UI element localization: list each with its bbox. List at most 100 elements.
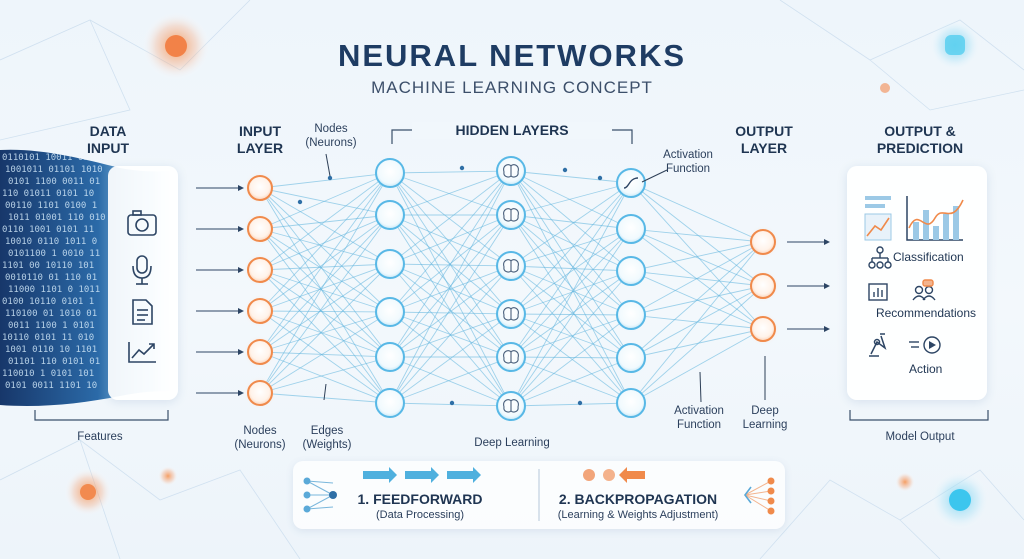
edge-weight-line [259, 228, 391, 404]
edge-weight-line [389, 356, 512, 404]
edge-weight-line [259, 351, 391, 404]
binary-digits-text: 110010 1 0101 101 [2, 369, 94, 379]
edge-weight-line [510, 228, 632, 315]
edge-weight-line [259, 310, 391, 404]
glow-orb-core [80, 484, 96, 500]
edge-weight-line [259, 263, 391, 353]
binary-digits-text: 1001011 01101 1010 [5, 165, 103, 175]
nodes-annotation-top: Nodes (Neurons) [305, 123, 357, 149]
backprop-nodes-icon [583, 469, 615, 481]
node-circle [750, 316, 776, 342]
node-circle [375, 388, 405, 418]
training-process-card: 1. FEEDFORWARD (Data Processing) 2. BACK… [293, 461, 785, 529]
features-bracket [34, 410, 169, 421]
glow-orb-core [165, 35, 187, 57]
data-input-label: DATA INPUT [87, 123, 129, 156]
edge-weight-line [510, 228, 632, 407]
edge-weight-line [510, 214, 632, 316]
signal-dot [562, 167, 568, 173]
edge-weight-line [259, 310, 391, 358]
node-circle [750, 229, 776, 255]
hidden-node-l3 [612, 339, 650, 377]
edge-weight-line [510, 170, 632, 184]
edge-weight-line [389, 265, 512, 313]
edge-weight-line [389, 172, 512, 216]
hidden-node-l3 [612, 252, 650, 290]
brain-icon [503, 307, 519, 321]
page-title: NEURAL NETWORKS [337, 38, 687, 73]
edge-weight-line [510, 182, 632, 267]
edge-weight-line [259, 187, 391, 265]
signal-dot [459, 165, 465, 171]
binary-digits-text: 110100 01 1010 01 [5, 309, 97, 319]
edge-weight-line [510, 214, 632, 230]
edge-weight-line [630, 228, 764, 287]
output-node [746, 269, 780, 303]
edge-weight-line [630, 182, 764, 330]
annotation-pointers [323, 153, 766, 403]
deep-learning-annotation: Deep Learning [474, 437, 550, 449]
edge-weight-line [510, 265, 632, 272]
binary-digits-text: 10110 0101 11 010 [2, 333, 94, 343]
edge-weight-line [389, 170, 512, 216]
binary-digits-text: 0110 1001 0101 11 [2, 225, 94, 235]
edge-weight-line [510, 265, 632, 316]
edge-weight-line [389, 265, 512, 358]
edge-weight-line [389, 263, 512, 267]
output-node [746, 225, 780, 259]
hidden-node-l1 [371, 384, 409, 422]
edge-weight-line [259, 187, 391, 358]
hidden-node-l2 [492, 295, 530, 333]
output-node [746, 312, 780, 346]
binary-digits-text: 1011 01001 110 010 [8, 213, 106, 223]
forward-arrows-icon [363, 467, 481, 483]
edge-weight-line [259, 310, 391, 313]
feedforward-title: 1. FEEDFORWARD [357, 491, 483, 507]
signal-dot [597, 175, 603, 181]
backprop-network-icon [744, 477, 775, 515]
input-node [243, 253, 277, 287]
edge-weight-line [259, 263, 391, 312]
edge-weight-line [630, 182, 764, 243]
edges-annotation: Edges (Weights) [302, 425, 352, 451]
binary-digits-text: 1001 0110 10 1101 [5, 345, 97, 355]
edge-weight-line [259, 228, 391, 265]
brain-outline [503, 307, 519, 321]
input-node [243, 212, 277, 246]
output-arrowhead [824, 283, 830, 289]
edge-weight-line [389, 170, 512, 358]
feedforward-network-icon [303, 477, 337, 513]
input-arrowhead [238, 185, 244, 191]
brain-icon [503, 164, 519, 178]
edge-weight-line [259, 228, 391, 358]
edge-weight-line [259, 263, 391, 394]
edge-weight-line [510, 214, 632, 272]
input-node [243, 294, 277, 328]
recommendations-label: Recommendations [875, 306, 977, 320]
edge-weight-line [389, 170, 512, 313]
page-subtitle: MACHINE LEARNING CONCEPT [371, 78, 653, 97]
node-circle [375, 158, 405, 188]
node-circle [750, 273, 776, 299]
node-circle [247, 298, 273, 324]
edge-weight-line [510, 356, 632, 359]
edge-weight-line [259, 311, 391, 394]
output-arrowhead [824, 239, 830, 245]
model-output-bracket [849, 410, 989, 421]
activation-curve-icon [623, 177, 639, 189]
brain-outline [503, 208, 519, 222]
edge-weight-line [389, 172, 512, 407]
edge-weight-line [510, 228, 632, 358]
binary-digits-text: 0101 1100 0011 01 [8, 177, 100, 187]
edge-weight-line [259, 311, 391, 353]
edge-weight-line [259, 187, 391, 404]
hierarchy-icon [868, 246, 892, 269]
edge-weight-line [389, 263, 512, 358]
edge-weight-line [510, 402, 632, 407]
edge-weight-line [630, 241, 764, 316]
edge-weight-line [630, 241, 764, 272]
edge-weight-line [630, 241, 764, 404]
edge-weight-line [259, 351, 391, 358]
binary-digits-text: 1101 00 10110 101 [2, 261, 94, 271]
backward-arrow-icon [619, 467, 645, 483]
